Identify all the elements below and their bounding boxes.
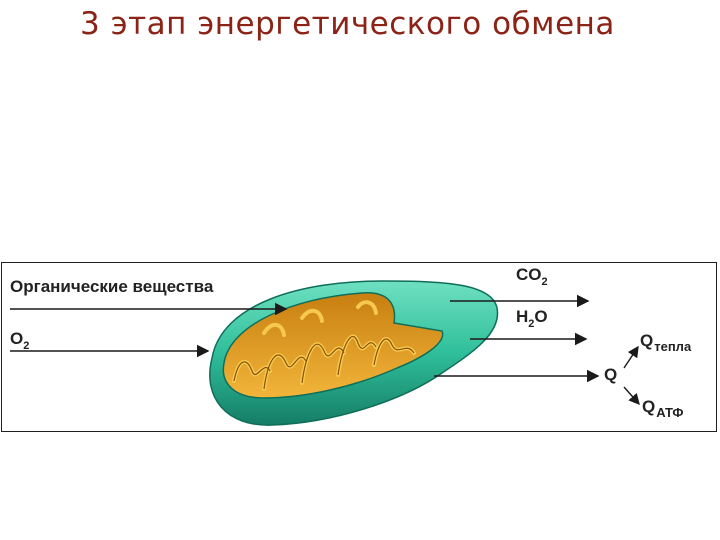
organic-substances-label: Органические вещества — [10, 277, 214, 296]
h2o-label: H2O — [516, 307, 548, 330]
mitochondrion-figure: Органические вещества O2 CO2 H2O Q Qтепл… — [1, 262, 717, 432]
o2-label: O2 — [10, 329, 30, 352]
q-atp-label-main: Q — [642, 397, 656, 416]
cristae-shadow — [233, 335, 415, 390]
q-heat-label: Qтепла — [640, 331, 692, 354]
h2o-label-sub: 2 — [528, 318, 535, 330]
mitochondrion-illustration — [10, 280, 640, 426]
q-atp-arrow — [623, 386, 640, 406]
matrix-interior — [222, 292, 444, 399]
h2o-label-o: O — [534, 307, 548, 326]
slide-title: 3 этап энергетического обмена — [80, 6, 615, 42]
q-heat-arrow — [623, 345, 639, 369]
q-heat-label-sub: тепла — [654, 339, 692, 354]
q-label: Q — [604, 365, 618, 384]
q-atp-label: QАТФ — [642, 397, 684, 420]
q-atp-label-sub: АТФ — [656, 405, 684, 420]
o2-label-sub: 2 — [23, 340, 30, 352]
h2o-label-h: H — [516, 307, 529, 326]
co2-label: CO2 — [516, 265, 548, 288]
co2-label-main: CO — [516, 265, 542, 284]
q-heat-label-main: Q — [640, 331, 654, 350]
o2-label-main: O — [10, 329, 24, 348]
co2-label-sub: 2 — [541, 276, 548, 288]
